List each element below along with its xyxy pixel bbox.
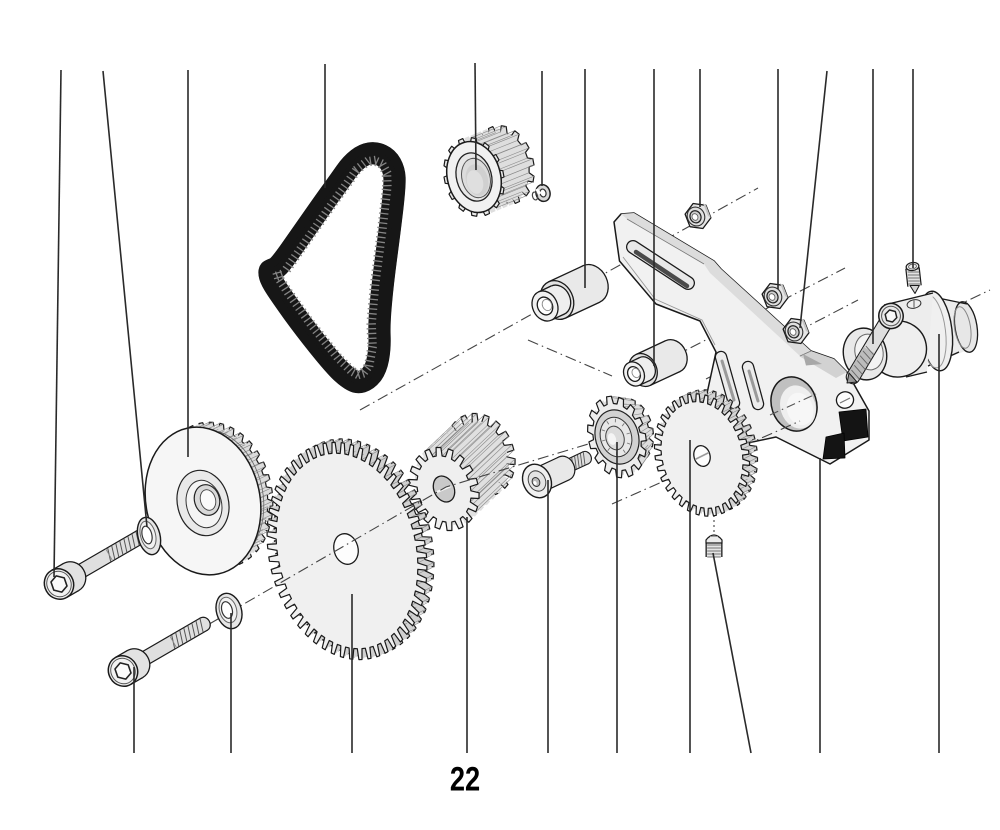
- svg-text:22: 22: [450, 759, 480, 798]
